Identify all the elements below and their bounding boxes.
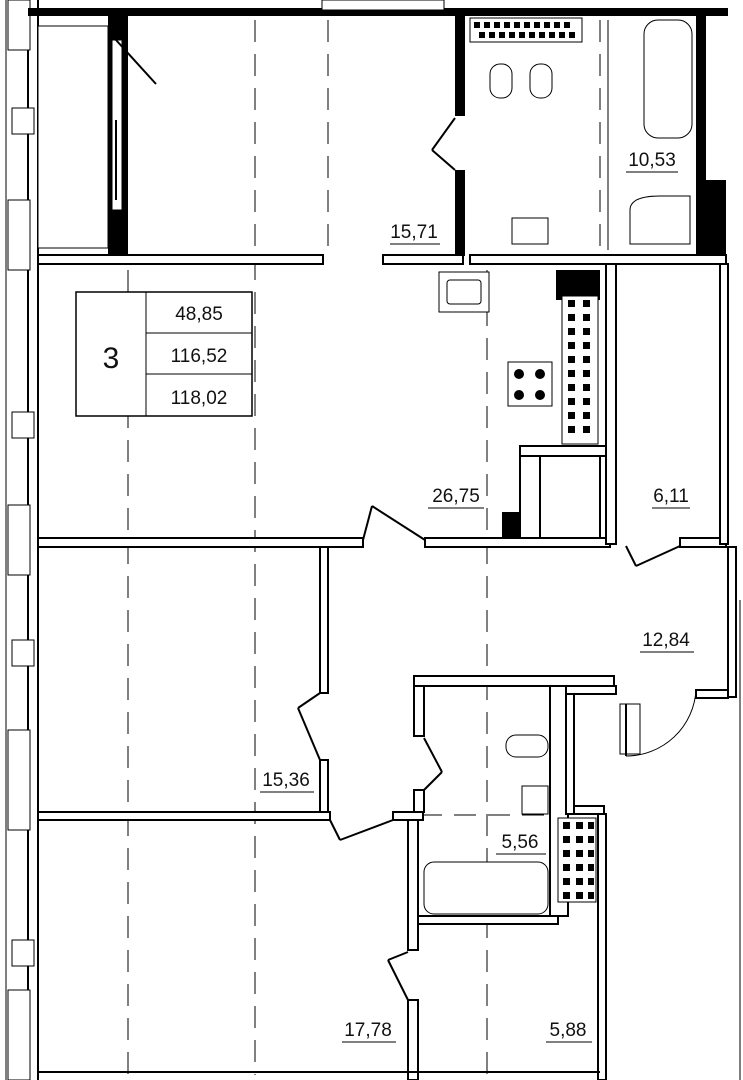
bathroom-top-area: 10,53 bbox=[628, 150, 676, 171]
kitchen-fixtures bbox=[362, 270, 611, 541]
bathroom-small-area: 5,56 bbox=[502, 832, 539, 853]
bedroom-bottom-area: 17,78 bbox=[344, 1020, 392, 1041]
room-top-area: 15,71 bbox=[390, 222, 438, 243]
hall-area: 12,84 bbox=[642, 630, 690, 651]
radiator-grid-bath bbox=[563, 822, 594, 899]
room-labels: 15,71 10,53 26,75 6,11 12,84 15,36 5,56 … bbox=[260, 150, 694, 1043]
summary-total-area-balcony: 118,02 bbox=[171, 388, 228, 409]
summary-living-area: 48,85 bbox=[175, 304, 223, 325]
partition-walls bbox=[37, 254, 727, 821]
bedroom-middle-walls bbox=[297, 546, 394, 841]
storage-area: 6,11 bbox=[653, 486, 689, 507]
bathroom-top bbox=[431, 16, 726, 256]
top-wall bbox=[28, 0, 728, 16]
storage-room bbox=[605, 263, 729, 567]
kitchen-living-area: 26,75 bbox=[432, 486, 480, 507]
dressing-area: 5,88 bbox=[550, 1020, 587, 1041]
radiator-grid-top bbox=[474, 22, 575, 38]
balcony bbox=[37, 16, 157, 256]
summary-total-area: 116,52 bbox=[171, 346, 228, 367]
bedroom-middle-area: 15,36 bbox=[262, 770, 310, 791]
summary-table: 3 48,85 116,52 118,02 bbox=[75, 291, 253, 417]
hall-walls bbox=[565, 546, 741, 1080]
summary-rooms: 3 bbox=[103, 342, 120, 375]
bottom-room-walls bbox=[38, 813, 607, 1080]
left-facade bbox=[5, 0, 39, 1080]
bathroom-small bbox=[413, 675, 615, 917]
radiator-grid-kitchen bbox=[568, 300, 590, 433]
